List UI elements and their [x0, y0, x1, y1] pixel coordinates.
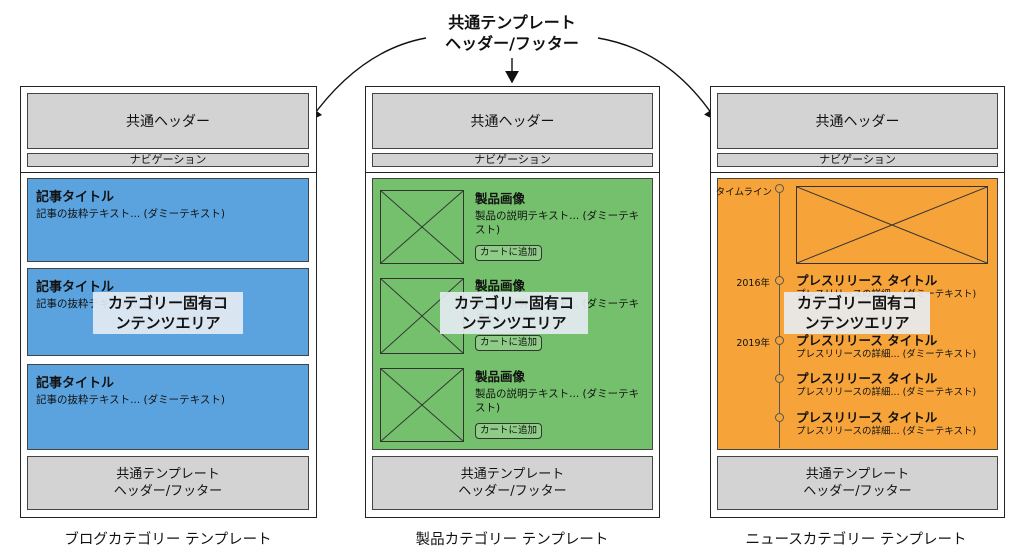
press-release-title: プレスリリース タイトル	[796, 371, 938, 386]
product-template-caption: 製品カテゴリー テンプレート	[415, 532, 609, 548]
shared-template-label: 共通テンプレート ヘッダー/フッター	[412, 12, 612, 54]
overlay-line2: ンテンツエリア	[804, 314, 910, 332]
timeline-year-2016: 2016年	[736, 278, 770, 289]
blog-category-content-label: カテゴリー固有コ ンテンツエリア	[93, 292, 243, 334]
press-release-detail: プレスリリースの詳細... (ダミーテキスト)	[796, 349, 977, 360]
blog-divider	[21, 172, 316, 173]
news-divider	[711, 172, 1004, 173]
press-release-title: プレスリリース タイトル	[796, 410, 938, 425]
blog-template-caption: ブログカテゴリー テンプレート	[64, 532, 272, 548]
product-image-placeholder	[380, 368, 464, 442]
timeline-dot	[775, 413, 784, 422]
add-to-cart-button[interactable]: カートに追加	[475, 245, 543, 261]
footer-line2: ヘッダー/フッター	[113, 484, 223, 499]
article-excerpt: 記事の抜粋テキスト... (ダミーテキスト)	[36, 394, 225, 406]
press-release-detail: プレスリリースの詳細... (ダミーテキスト)	[796, 387, 977, 398]
blog-common-header: 共通ヘッダー	[27, 93, 309, 149]
footer-line2: ヘッダー/フッター	[803, 484, 912, 499]
news-template-caption: ニュースカテゴリー テンプレート	[745, 532, 967, 548]
article-excerpt: 記事の抜粋テキスト... (ダミーテキスト)	[36, 208, 225, 220]
add-to-cart-button[interactable]: カートに追加	[475, 423, 543, 439]
news-image-placeholder	[796, 186, 988, 264]
news-navigation: ナビゲーション	[717, 153, 998, 167]
news-common-footer: 共通テンプレート ヘッダー/フッター	[717, 456, 998, 510]
footer-line1: 共通テンプレート	[805, 467, 910, 482]
shared-template-label-line1: 共通テンプレート	[448, 13, 576, 32]
product-common-footer: 共通テンプレート ヘッダー/フッター	[372, 456, 653, 510]
article-title: 記事タイトル	[36, 376, 115, 391]
timeline-dot	[775, 184, 784, 193]
product-title: 製品画像	[475, 278, 526, 293]
blog-article-card: 記事タイトル 記事の抜粋テキスト... (ダミーテキスト)	[27, 364, 309, 450]
timeline-dot	[775, 336, 784, 345]
press-release-title: プレスリリース タイトル	[796, 273, 938, 288]
overlay-line1: カテゴリー固有コ	[796, 294, 917, 312]
footer-line1: 共通テンプレート	[116, 467, 220, 482]
product-navigation: ナビゲーション	[372, 153, 653, 167]
timeline-dot	[775, 276, 784, 285]
blog-common-footer: 共通テンプレート ヘッダー/フッター	[27, 456, 309, 510]
product-common-header: 共通ヘッダー	[372, 93, 653, 149]
blog-navigation: ナビゲーション	[27, 153, 309, 167]
timeline-line	[779, 190, 780, 448]
footer-line2: ヘッダー/フッター	[458, 484, 567, 499]
timeline-label: タイムライン	[715, 187, 772, 198]
shared-template-label-line2: ヘッダー/フッター	[445, 34, 579, 53]
timeline-year-2019: 2019年	[736, 338, 770, 349]
product-description: 製品の説明テキスト... (ダミーテキスト)	[475, 388, 640, 414]
footer-line1: 共通テンプレート	[460, 467, 565, 482]
timeline-dot	[775, 374, 784, 383]
add-to-cart-button[interactable]: カートに追加	[475, 335, 543, 351]
blog-article-card: 記事タイトル 記事の抜粋テキスト... (ダミーテキスト)	[27, 178, 309, 262]
product-title: 製品画像	[475, 191, 526, 206]
overlay-line1: カテゴリー固有コ	[453, 294, 574, 312]
overlay-line2: ンテンツエリア	[115, 314, 221, 332]
arrow-to-news	[597, 37, 717, 122]
news-category-content-label: カテゴリー固有コ ンテンツエリア	[784, 292, 930, 334]
article-title: 記事タイトル	[36, 190, 115, 205]
news-common-header: 共通ヘッダー	[717, 93, 998, 149]
product-category-content-label: カテゴリー固有コ ンテンツエリア	[440, 292, 588, 334]
product-divider	[366, 172, 659, 173]
overlay-line2: ンテンツエリア	[461, 314, 567, 332]
product-title: 製品画像	[475, 369, 526, 384]
press-release-title: プレスリリース タイトル	[796, 333, 938, 348]
product-image-placeholder	[380, 190, 464, 264]
product-description: 製品の説明テキスト... (ダミーテキスト)	[475, 210, 640, 236]
press-release-detail: プレスリリースの詳細... (ダミーテキスト)	[796, 426, 977, 437]
article-title: 記事タイトル	[36, 280, 115, 295]
arrow-to-blog	[309, 37, 427, 122]
overlay-line1: カテゴリー固有コ	[107, 294, 228, 312]
